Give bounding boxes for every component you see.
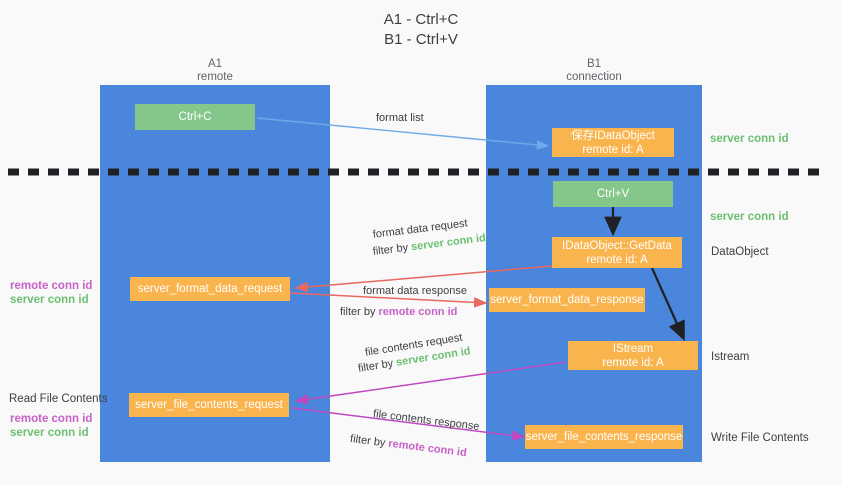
- right-label-dataobject: DataObject: [711, 246, 769, 258]
- right-label-istream: Istream: [711, 351, 750, 363]
- box-getdata[interactable]: IDataObject::GetData remote id: A: [552, 237, 682, 268]
- box-server-file-contents-request-label: server_file_contents_request: [135, 399, 283, 411]
- label-format-list: format list: [376, 112, 424, 124]
- left-label-remote-conn-id-bottom: remote conn id: [10, 413, 93, 425]
- right-label-server-conn-id-mid: server conn id: [710, 211, 789, 223]
- filter-prefix: filter by: [340, 306, 379, 318]
- label-format-data-response-filter: filter by remote conn id: [340, 305, 457, 320]
- column-b1-sub: connection: [566, 71, 622, 83]
- box-server-format-data-request[interactable]: server_format_data_request: [130, 277, 290, 301]
- box-server-file-contents-response[interactable]: server_file_contents_response: [525, 425, 683, 449]
- title-line-2: B1 - Ctrl+V: [384, 31, 458, 48]
- box-save-idataobject-line1: 保存IDataObject: [571, 129, 655, 142]
- label-format-data-response: format data response: [363, 285, 467, 297]
- box-server-format-data-request-label: server_format_data_request: [137, 283, 283, 295]
- box-save-idataobject-line2: remote id: A: [582, 143, 644, 156]
- box-ctrl-c-label: Ctrl+C: [178, 111, 212, 123]
- box-getdata-line1: IDataObject::GetData: [562, 239, 672, 252]
- page-title: A1 - Ctrl+C B1 - Ctrl+V: [0, 10, 842, 50]
- column-a1-sub: remote: [197, 71, 233, 83]
- box-server-file-contents-response-label: server_file_contents_response: [525, 431, 683, 443]
- filter-key-remote-conn-id: remote conn id: [378, 306, 458, 318]
- box-istream-line1: IStream: [612, 342, 654, 355]
- left-label-server-conn-id-mid: server conn id: [10, 294, 89, 306]
- box-server-format-data-response-label: server_format_data_response: [490, 294, 644, 306]
- right-label-write-file-contents: Write File Contents: [711, 432, 809, 444]
- column-b1-name: B1: [586, 58, 602, 70]
- label-file-contents-response: file contents response: [372, 407, 481, 433]
- left-label-read-file-contents: Read File Contents: [9, 393, 108, 405]
- filter-prefix: filter by: [357, 356, 398, 375]
- box-istream-line2: remote id: A: [602, 356, 664, 369]
- column-a1-name: A1: [207, 58, 223, 70]
- right-label-server-conn-id-top: server conn id: [710, 133, 789, 145]
- filter-prefix: filter by: [372, 241, 412, 258]
- filter-prefix: filter by: [349, 432, 390, 450]
- filter-key-remote-conn-id: remote conn id: [387, 437, 468, 460]
- box-istream[interactable]: IStream remote id: A: [568, 341, 698, 370]
- box-getdata-line2: remote id: A: [586, 253, 648, 266]
- left-label-server-conn-id-bottom: server conn id: [10, 427, 89, 439]
- box-ctrl-v[interactable]: Ctrl+V: [553, 181, 673, 207]
- left-label-remote-conn-id-mid: remote conn id: [10, 280, 93, 292]
- box-save-idataobject[interactable]: 保存IDataObject remote id: A: [552, 128, 674, 157]
- box-ctrl-c[interactable]: Ctrl+C: [135, 104, 255, 130]
- label-file-contents-response-filter: filter by remote conn id: [349, 432, 467, 461]
- box-ctrl-v-label: Ctrl+V: [596, 188, 630, 200]
- column-header-a1: A1 remote: [100, 58, 330, 84]
- column-header-b1: B1 connection: [486, 58, 702, 84]
- box-server-format-data-response[interactable]: server_format_data_response: [489, 288, 645, 312]
- box-server-file-contents-request[interactable]: server_file_contents_request: [129, 393, 289, 417]
- title-line-1: A1 - Ctrl+C: [383, 11, 459, 28]
